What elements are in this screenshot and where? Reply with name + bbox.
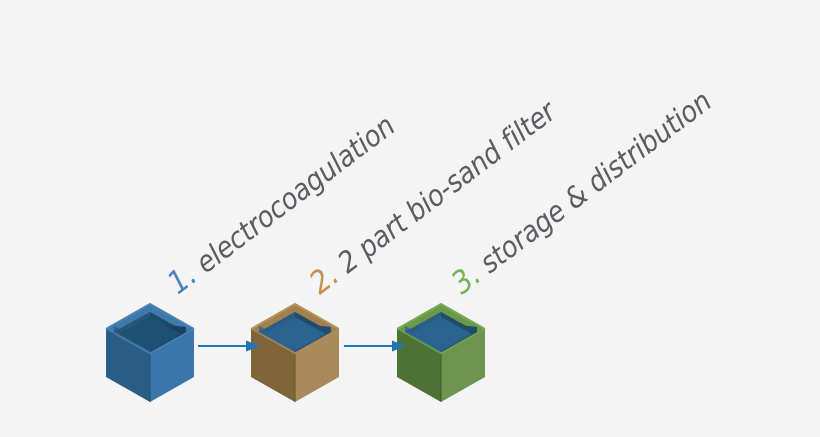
box1-interior [119,317,181,351]
box2-inner-back-wall [259,312,295,334]
open-box-green-icon [396,303,486,403]
open-box-blue-icon [105,303,195,403]
step-label-2: 2. 2 part bio-sand filter [303,94,562,301]
box3-left-face [397,329,441,402]
box2-left-face [251,329,295,402]
box1-inner-back-wall [114,312,150,334]
arrow-step1-to-step2-icon [198,338,260,354]
step-text-3: storage & distribution [473,83,718,280]
arrow2-head [392,340,406,352]
step-label-1: 1. electrocoagulation [161,108,401,301]
box2-interior-water [264,317,326,351]
open-box-brown-icon [250,303,340,403]
arrow-step2-to-step3-icon [344,338,406,354]
box1-left-face [106,329,150,402]
arrow1-head [246,340,260,352]
box2-right-face [295,329,339,402]
box1-right-face [150,329,194,402]
step-label-3: 3. storage & distribution [445,83,718,302]
box2-rim-highlight [250,303,340,330]
box3-interior-water [410,317,472,351]
box3-rim-highlight [396,303,486,330]
box1-rim-highlight [105,303,195,330]
box3-inner-back-wall [405,312,441,334]
box3-right-face [441,329,485,402]
